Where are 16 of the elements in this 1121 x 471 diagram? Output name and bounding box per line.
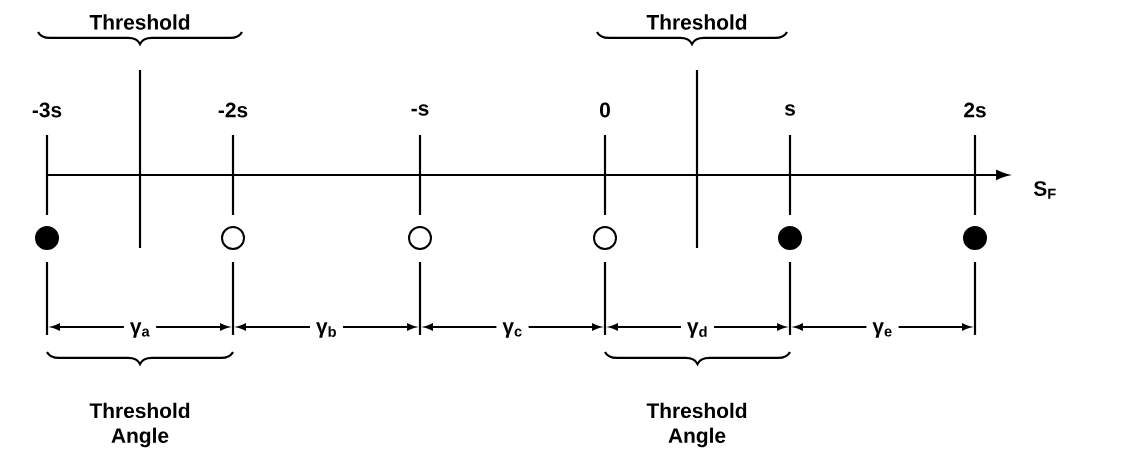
axis-label: S$_{F}$	[1033, 181, 1056, 199]
dimension-label: γ$_{e}$	[866, 320, 899, 340]
dimension-label: γ$_{b}$	[310, 320, 344, 340]
threshold-angle-label: Threshold Angle	[646, 402, 747, 448]
tick-label: s	[784, 104, 795, 116]
dimension-label: γ$_{a}$	[123, 320, 157, 340]
tick-label: -3s	[32, 102, 62, 118]
tick-label: 2s	[964, 102, 986, 118]
tick-label: -s	[411, 104, 429, 116]
dimension-label: γ$_{d}$	[681, 320, 714, 340]
tick-label: -2s	[218, 102, 248, 118]
dimension-label: γ$_{c}$	[496, 320, 529, 340]
threshold-angle-label: Threshold Angle	[89, 402, 190, 448]
threshold-label: Threshold	[646, 14, 747, 30]
threshold-label: Threshold	[89, 14, 190, 30]
tick-label: 0	[600, 102, 610, 118]
